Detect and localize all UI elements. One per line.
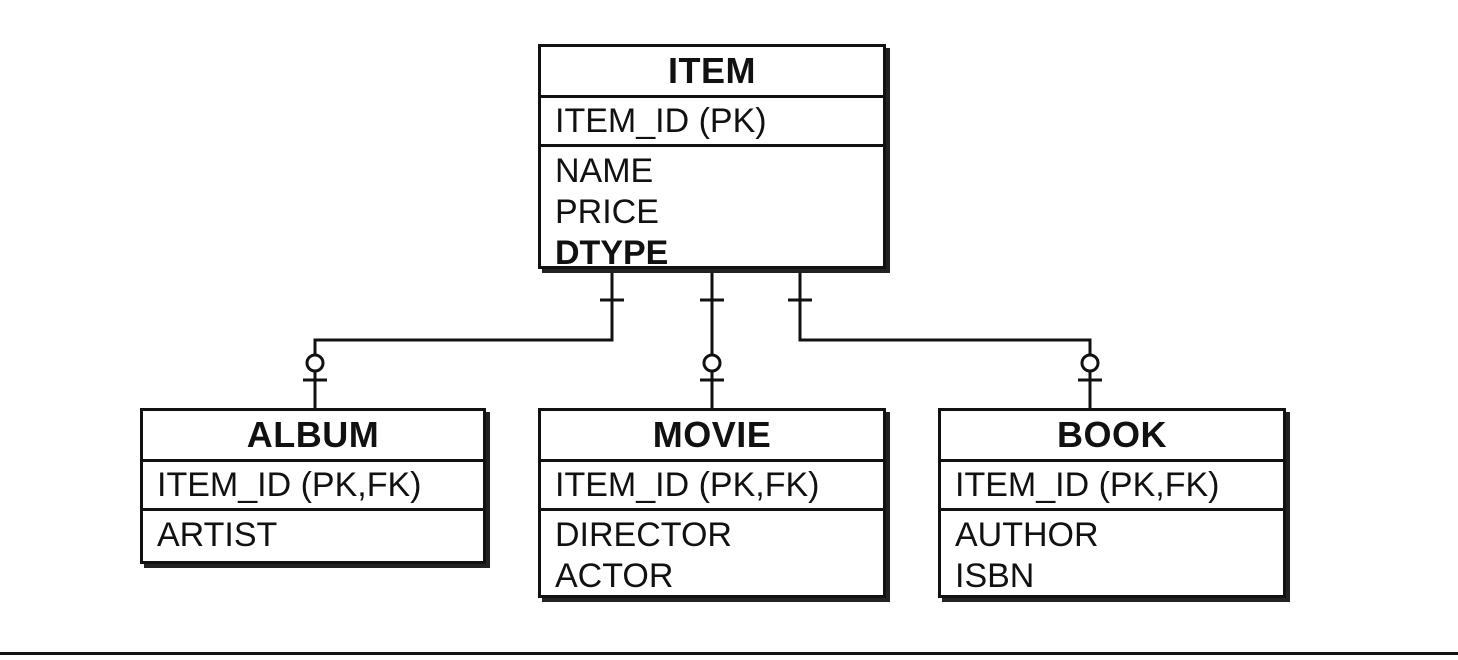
entity-name: MOVIE [541, 411, 883, 462]
relationship-item-book [788, 268, 1102, 408]
attribute-artist: ARTIST [157, 516, 278, 554]
entity-movie[interactable]: MOVIE ITEM_ID (PK,FK) DIRECTOR ACTOR [538, 408, 886, 598]
attribute-name: NAME [555, 152, 654, 190]
primary-key-field: ITEM_ID (PK,FK) [941, 462, 1283, 511]
child-zero-mark [305, 353, 325, 373]
attribute-list: NAME PRICE DTYPE [541, 147, 883, 274]
primary-key-field: ITEM_ID (PK,FK) [541, 462, 883, 511]
attribute-actor: ACTOR [555, 557, 674, 595]
relationship-item-album [303, 268, 624, 408]
entity-name: BOOK [941, 411, 1283, 462]
attribute-price: PRICE [555, 193, 659, 231]
attribute-author: AUTHOR [955, 516, 1099, 554]
entity-name: ITEM [541, 47, 883, 98]
relationship-item-movie [700, 268, 724, 408]
entity-album[interactable]: ALBUM ITEM_ID (PK,FK) ARTIST [140, 408, 486, 564]
child-zero-mark [702, 353, 722, 373]
attribute-list: ARTIST [143, 511, 483, 556]
primary-key-field: ITEM_ID (PK) [541, 98, 883, 147]
bottom-divider [0, 652, 1458, 655]
attribute-dtype: DTYPE [555, 234, 669, 272]
entity-name: ALBUM [143, 411, 483, 462]
entity-item[interactable]: ITEM ITEM_ID (PK) NAME PRICE DTYPE [538, 44, 886, 272]
attribute-list: AUTHOR ISBN [941, 511, 1283, 597]
attribute-isbn: ISBN [955, 557, 1035, 595]
attribute-director: DIRECTOR [555, 516, 732, 554]
entity-book[interactable]: BOOK ITEM_ID (PK,FK) AUTHOR ISBN [938, 408, 1286, 598]
primary-key-field: ITEM_ID (PK,FK) [143, 462, 483, 511]
child-zero-mark [1080, 353, 1100, 373]
attribute-list: DIRECTOR ACTOR [541, 511, 883, 597]
